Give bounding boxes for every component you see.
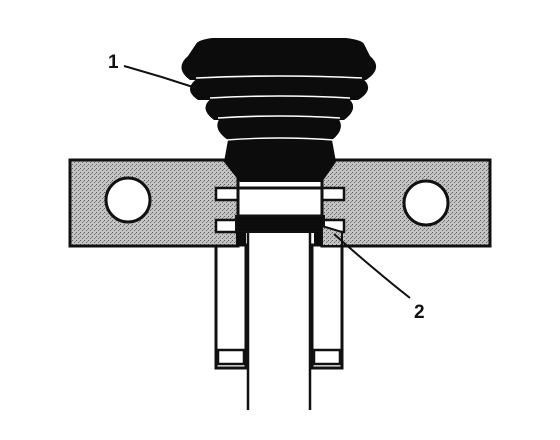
seal-grooves	[214, 186, 346, 234]
seal-lip-left	[236, 232, 246, 246]
groove-lower-left	[214, 218, 240, 234]
bellow-fold-1	[181, 56, 377, 80]
groove-upper-left	[214, 186, 240, 202]
leader-line-1	[123, 65, 197, 89]
boot-base	[224, 162, 336, 182]
bellow-crease-4	[225, 137, 335, 141]
dust-boot	[181, 38, 377, 182]
leader-line-2	[333, 233, 411, 299]
bellow-fold-3	[205, 98, 354, 120]
bellow-fold-4	[217, 118, 341, 140]
bushing-upper	[236, 186, 324, 218]
seal-wedge	[321, 224, 343, 247]
seal-ring	[235, 215, 325, 233]
mounting-hole-right	[402, 179, 450, 227]
mounting-plate	[68, 158, 492, 248]
lower-housing	[214, 243, 344, 370]
housing-right-foot	[312, 348, 342, 366]
plate-left	[68, 158, 240, 248]
bellow-fold-2	[190, 78, 369, 100]
leader-lines	[123, 65, 411, 299]
mounting-hole-left	[104, 176, 152, 224]
piston-rod	[246, 232, 312, 410]
groove-upper-right	[320, 186, 346, 202]
boot-neck	[224, 140, 336, 162]
callout-1: 1	[108, 52, 119, 73]
bellow-crease-1	[195, 75, 363, 79]
housing-left-foot	[216, 348, 246, 366]
seal-assembly	[235, 186, 343, 247]
bellow-top	[188, 38, 370, 56]
callout-2: 2	[414, 302, 425, 323]
bellow-crease-3	[217, 115, 341, 119]
bellow-crease-2	[209, 95, 351, 99]
